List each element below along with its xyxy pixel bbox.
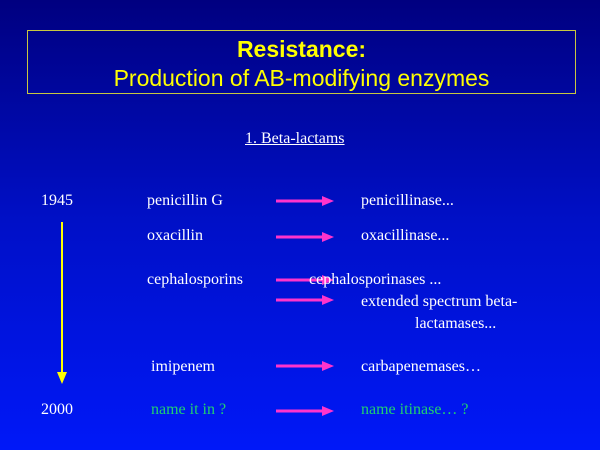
antibiotic-label: cephalosporins bbox=[147, 271, 243, 288]
enzyme-label-continued: lactamases... bbox=[415, 315, 497, 332]
arrow-icon bbox=[276, 361, 334, 371]
arrow-icon bbox=[276, 196, 334, 206]
antibiotic-label: imipenem bbox=[151, 358, 215, 375]
arrow-icon bbox=[276, 295, 334, 305]
antibiotic-label: penicillin G bbox=[147, 192, 223, 209]
enzyme-label: penicillinase... bbox=[361, 192, 454, 209]
enzyme-label-future: name itinase… ? bbox=[361, 401, 469, 418]
enzyme-label: oxacillinase... bbox=[361, 227, 450, 244]
year-start: 1945 bbox=[41, 192, 73, 209]
title-line-1: Resistance: bbox=[236, 36, 367, 62]
antibiotic-label: oxacillin bbox=[147, 227, 203, 244]
title-line-2: Production of AB-modifying enzymes bbox=[113, 65, 490, 91]
year-end: 2000 bbox=[41, 401, 73, 418]
arrow-icon bbox=[276, 275, 334, 285]
title-box: Resistance: Production of AB-modifying e… bbox=[27, 30, 576, 94]
arrow-icon bbox=[276, 232, 334, 242]
enzyme-label: cephalosporinases ... bbox=[309, 271, 442, 288]
enzyme-label: extended spectrum beta- bbox=[361, 293, 518, 310]
enzyme-label: carbapenemases… bbox=[361, 358, 481, 375]
timeline-arrow-icon bbox=[57, 222, 67, 384]
section-subtitle: 1. Beta-lactams bbox=[245, 130, 345, 147]
antibiotic-label-future: name it in ? bbox=[151, 401, 227, 418]
arrow-icon bbox=[276, 406, 334, 416]
